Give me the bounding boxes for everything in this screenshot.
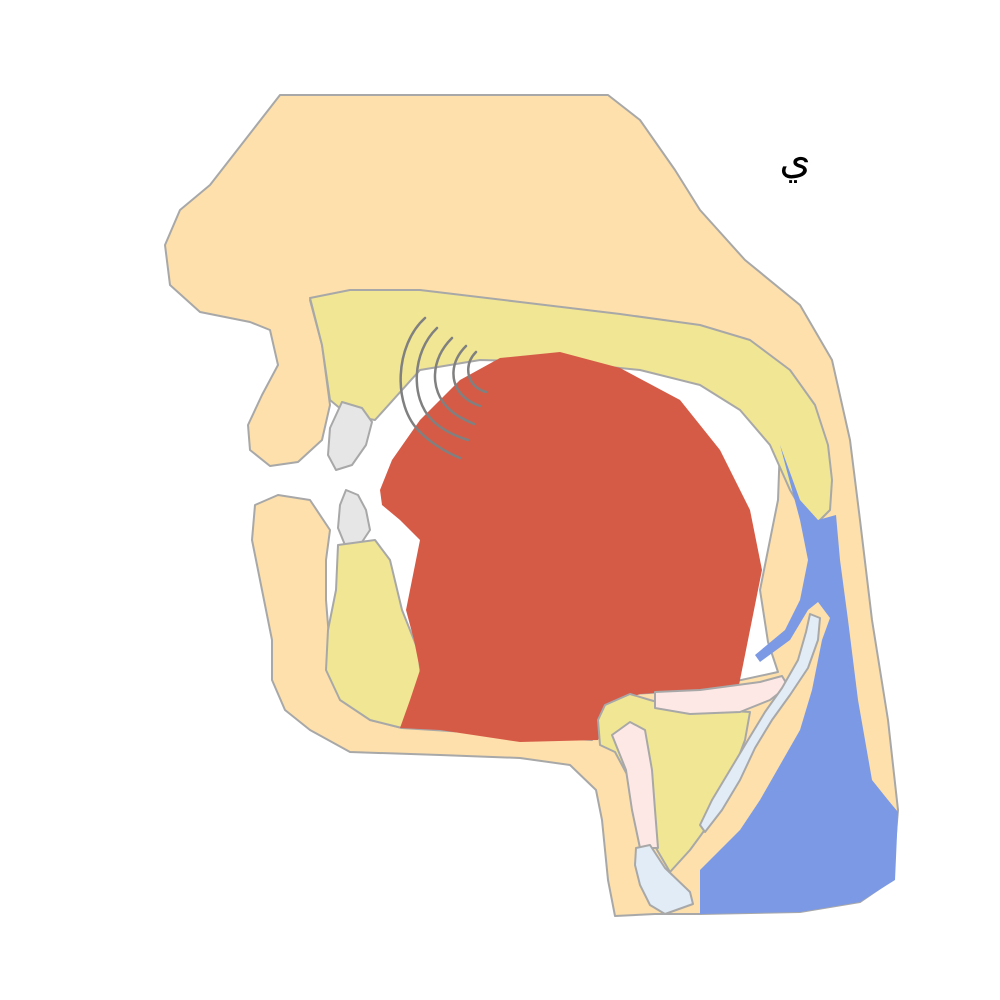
epiglottis bbox=[699, 613, 821, 833]
arabic-letter-label: ي bbox=[779, 137, 811, 183]
arytenoid bbox=[634, 844, 694, 915]
tongue bbox=[380, 352, 762, 742]
vibration-arc-4 bbox=[452, 344, 482, 408]
pharynx bbox=[700, 445, 898, 914]
upper-tooth bbox=[327, 401, 373, 471]
vibration-arc-3 bbox=[433, 336, 476, 426]
vibration-arc-1 bbox=[399, 316, 462, 460]
lower-tooth bbox=[337, 489, 371, 546]
vibration-arcs-icon bbox=[399, 316, 488, 460]
vibration-arc-2 bbox=[415, 326, 470, 442]
vibration-arc-5 bbox=[467, 350, 488, 394]
mandible bbox=[325, 539, 423, 729]
cartilage-lower bbox=[611, 721, 659, 849]
